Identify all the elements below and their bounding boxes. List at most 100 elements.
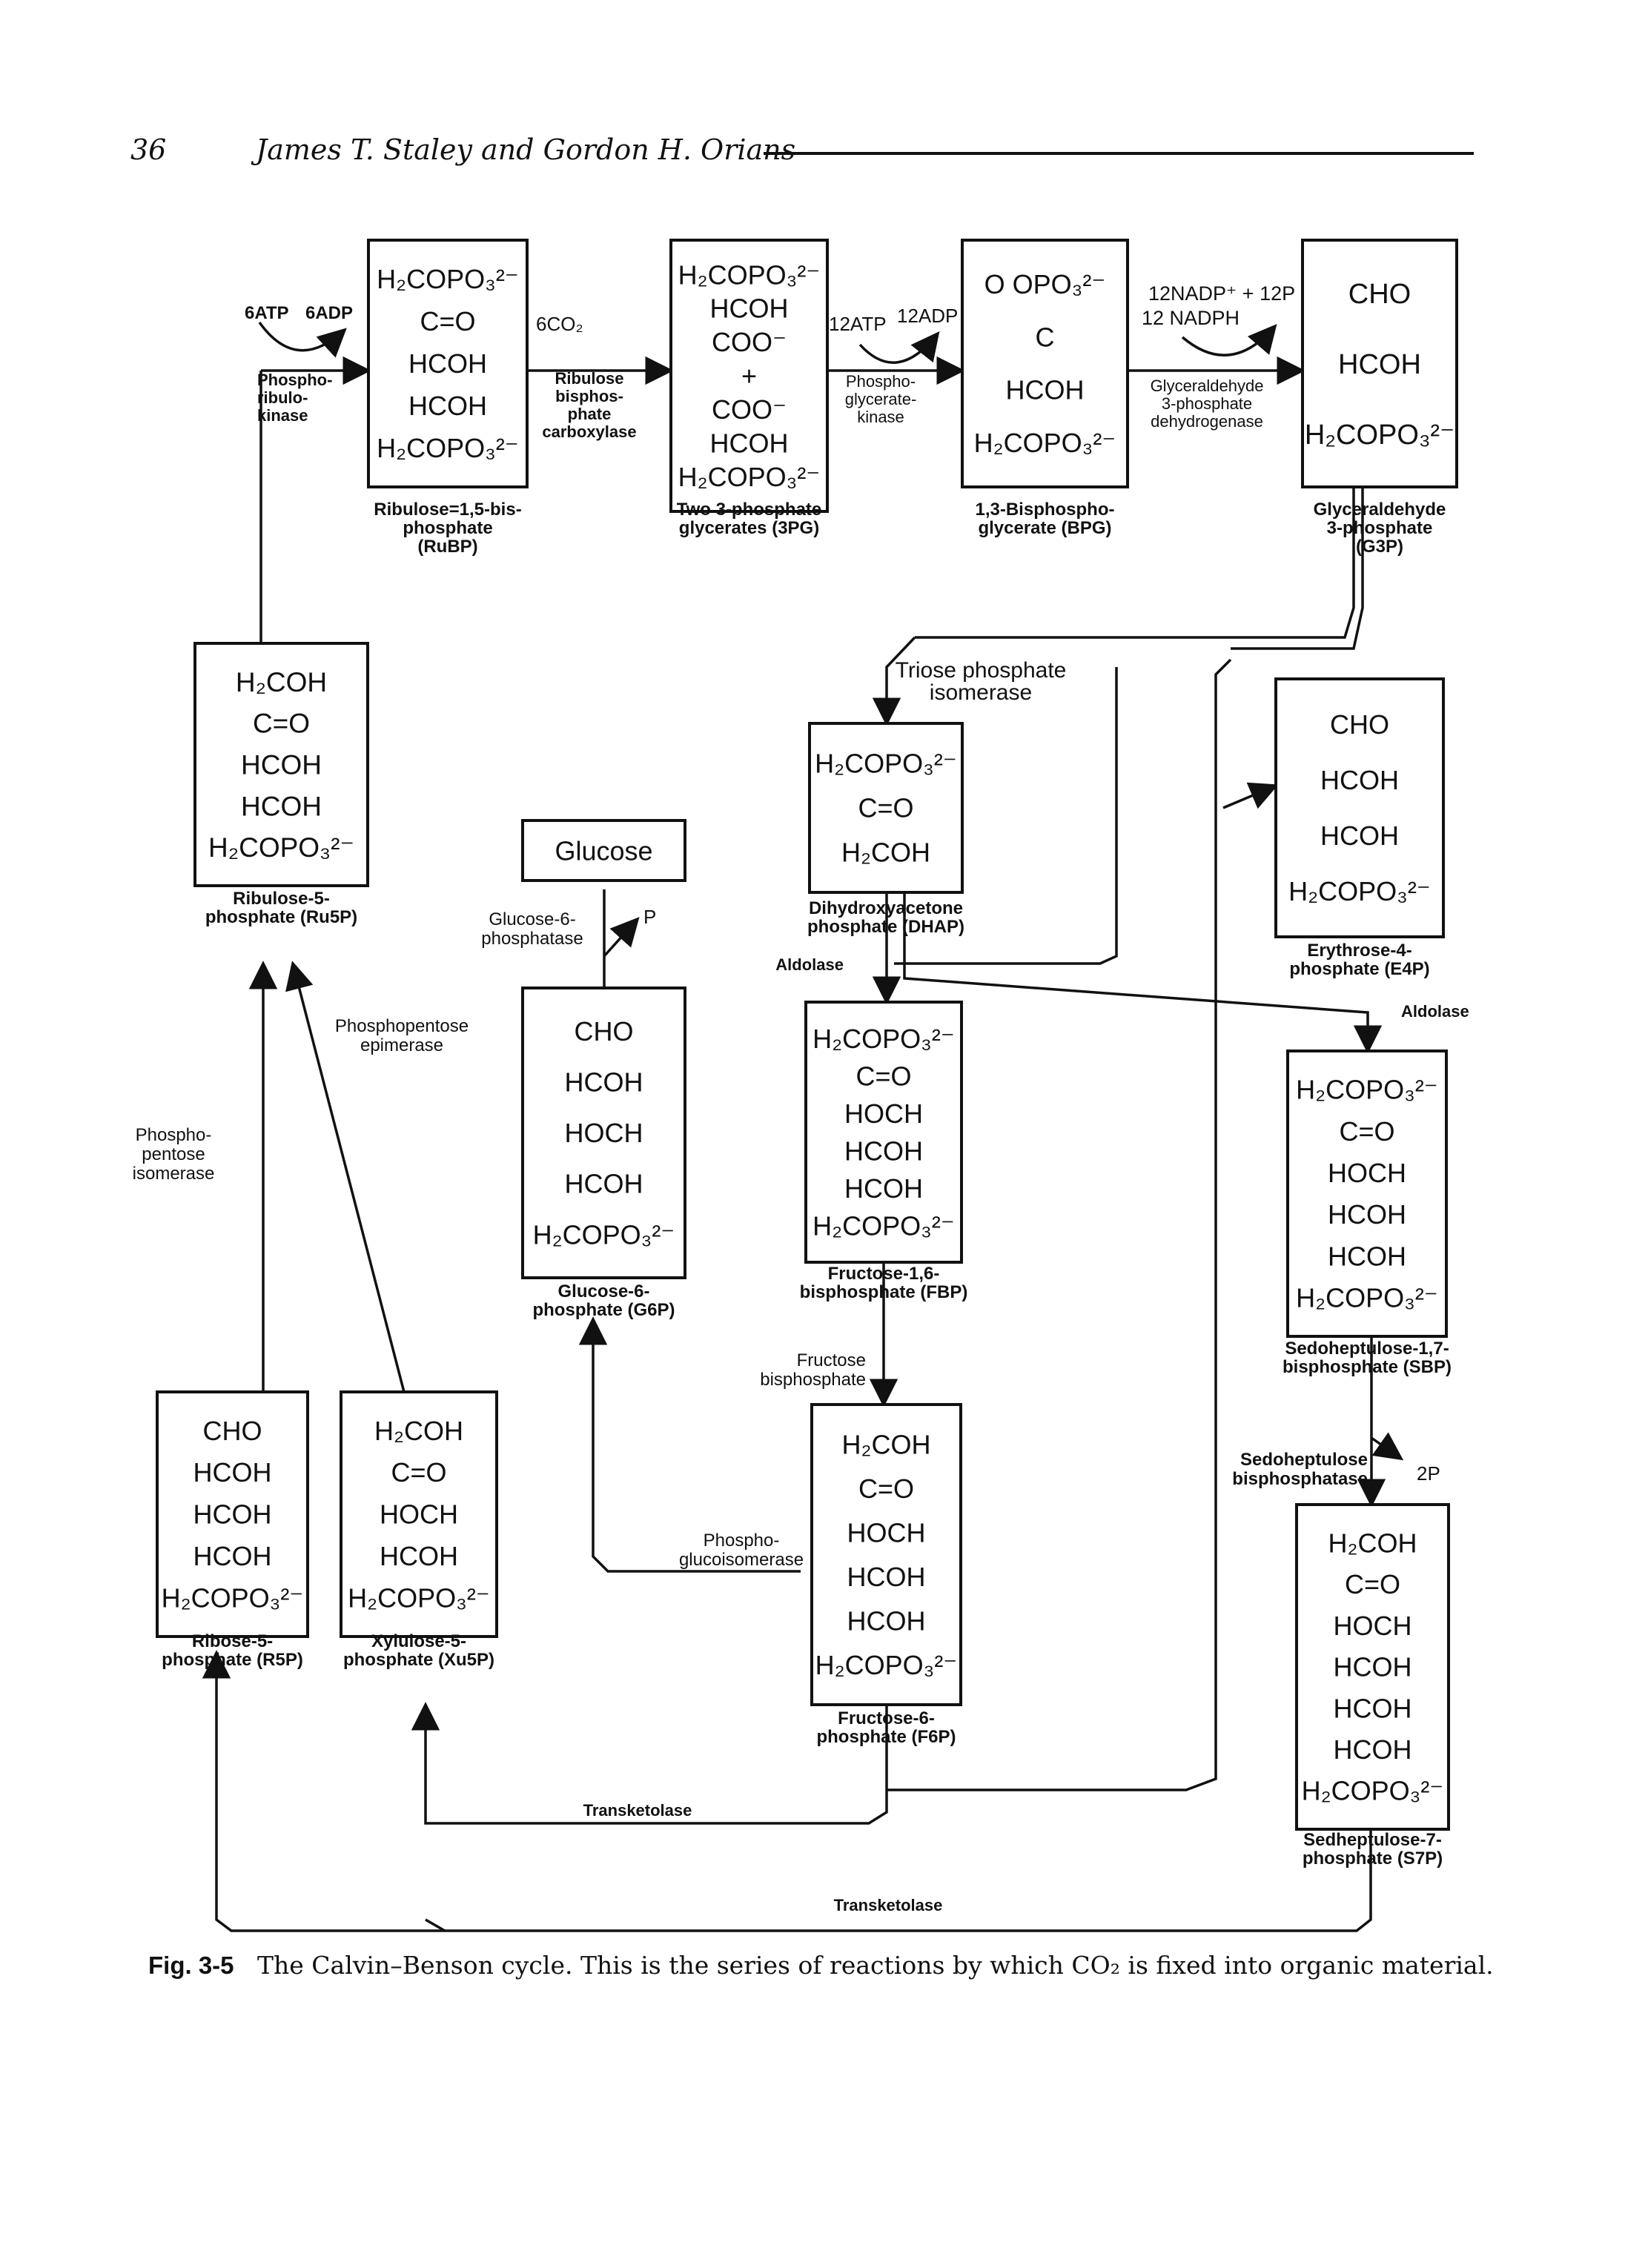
compound-name-fbp: bisphosphate (FBP) xyxy=(800,1282,968,1302)
enzyme-label-prk: Phospho- xyxy=(257,371,332,389)
reaction-arrow xyxy=(411,1702,888,1825)
compound-formula-line: HCOH xyxy=(1338,349,1421,380)
compound-formula-line: COO⁻ xyxy=(712,327,787,357)
enzyme-label-fbpase: bisphosphate xyxy=(760,1370,866,1390)
compound-box-dhap xyxy=(808,722,964,894)
enzyme-label-ppe: Phosphopentose xyxy=(335,1016,469,1036)
compound-formula-line: H₂COH xyxy=(1328,1528,1417,1558)
enzyme-label-pgi: Phospho- xyxy=(704,1531,780,1551)
compound-box-glucose xyxy=(521,819,686,882)
compound-name-pg3: Two 3-phosphate xyxy=(677,500,822,520)
compound-name-s7p: Sedheptulose-7- xyxy=(1303,1830,1442,1850)
compound-formula-line: CHO xyxy=(575,1016,634,1047)
compound-formula-line: H₂COPO₃²⁻ xyxy=(377,433,519,463)
compound-formula-line: HCOH xyxy=(1334,1734,1412,1765)
compound-formula-line: C=O xyxy=(858,1473,914,1504)
compound-formula-line: H₂COPO₃²⁻ xyxy=(812,1210,955,1241)
compound-formula-line: HCOH xyxy=(844,1173,923,1204)
enzyme-label-rubisco: phate xyxy=(568,405,612,423)
reaction-arrow xyxy=(285,961,406,1393)
connector-line xyxy=(425,1918,446,1932)
enzyme-label-g6pase: phosphatase xyxy=(481,929,583,949)
compound-formula-line: H₂COPO₃²⁻ xyxy=(162,1582,304,1613)
compound-formula-line: H₂COPO₃²⁻ xyxy=(974,428,1116,458)
compound-name-dhap: phosphate (DHAP) xyxy=(807,917,964,937)
compound-formula-line: HCOH xyxy=(847,1605,926,1636)
compound-name-s7p: phosphate (S7P) xyxy=(1303,1848,1443,1869)
compound-box-pg3 xyxy=(669,239,829,513)
compound-formula-line: HCOH xyxy=(710,428,789,458)
compound-name-bpg: glycerate (BPG) xyxy=(978,518,1111,538)
compound-formula-line: H₂COPO₃²⁻ xyxy=(1296,1283,1438,1313)
reaction-arrow xyxy=(258,321,347,358)
compound-formula-line: C=O xyxy=(1345,1569,1400,1599)
enzyme-label-prk: ribulo- xyxy=(257,388,308,407)
compound-formula-line: H₂COH xyxy=(374,1416,463,1446)
reaction-arrow xyxy=(858,331,940,364)
compound-formula-line: HCOH xyxy=(1320,765,1399,795)
enzyme-label-rubisco: Ribulose xyxy=(555,369,624,388)
reaction-arrow xyxy=(1222,782,1279,809)
enzyme-label-tpi: Triose phosphate xyxy=(896,658,1067,683)
compound-formula-line: HCOH xyxy=(844,1135,923,1166)
compound-formula-line: HCOH xyxy=(847,1562,926,1592)
compound-formula-line: HOCH xyxy=(380,1499,458,1530)
compound-formula-line: CHO xyxy=(1330,709,1389,740)
compound-box-fbp xyxy=(804,1001,963,1264)
compound-formula-line: HCOH xyxy=(1334,1652,1412,1682)
compound-formula-line: H₂COPO₃²⁻ xyxy=(348,1582,490,1613)
compound-box-sbp xyxy=(1286,1050,1448,1338)
cofactor-nadp: 12NADP⁺ + 12P xyxy=(1148,282,1295,305)
compound-box-s7p xyxy=(1295,1503,1450,1831)
compound-formula-line: O OPO₃²⁻ xyxy=(984,269,1106,299)
compound-formula-line: H₂COPO₃²⁻ xyxy=(1305,420,1454,451)
enzyme-label-pgi: glucoisomerase xyxy=(679,1550,804,1570)
compound-box-r5p xyxy=(156,1390,309,1638)
caption-text: The Calvin–Benson cycle. This is the ser… xyxy=(257,1951,1494,1980)
enzyme-label-tpi: isomerase xyxy=(930,680,1032,705)
compound-name-sbp: bisphosphate (SBP) xyxy=(1283,1357,1452,1377)
compound-formula-line: C=O xyxy=(420,306,475,336)
reaction-arrow xyxy=(903,892,1383,1054)
compound-formula-line: HCOH xyxy=(710,294,789,324)
compound-formula-line: H₂COPO₃²⁻ xyxy=(815,1650,958,1680)
reaction-arrow xyxy=(1370,1432,1404,1461)
compound-name-g3p: 3-phosphate xyxy=(1327,518,1433,538)
compound-formula-line: C=O xyxy=(1339,1116,1394,1147)
compound-box-ru5p xyxy=(193,642,369,887)
compound-box-xu5p xyxy=(340,1390,498,1638)
cofactor-adp: 12ADP xyxy=(897,305,958,327)
compound-name-xu5p: phosphate (Xu5P) xyxy=(343,1650,494,1670)
compound-formula-line: H₂COPO₃²⁻ xyxy=(678,462,821,492)
compound-name-dhap: Dihydroxyacetone xyxy=(809,898,963,918)
compound-name-rubp: Ribulose=1,5-bis- xyxy=(374,500,521,520)
compound-name-e4p: Erythrose-4- xyxy=(1307,941,1411,961)
compound-name-ru5p: phosphate (Ru5P) xyxy=(205,907,357,927)
enzyme-label-ppi: Phospho- xyxy=(136,1125,212,1145)
compound-name-g6p: Glucose-6- xyxy=(557,1281,649,1302)
cofactor-phosphate: 2P xyxy=(1417,1462,1440,1485)
enzyme-label-pgk: glycerate- xyxy=(845,390,917,408)
compound-formula-line: H₂COPO₃²⁻ xyxy=(533,1219,675,1250)
compound-name-bpg: 1,3-Bisphospho- xyxy=(975,500,1114,520)
compound-formula-line: H₂COPO₃²⁻ xyxy=(208,832,354,863)
compound-name-sbp: Sedoheptulose-1,7- xyxy=(1285,1339,1449,1359)
compound-name-g3p: (G3P) xyxy=(1356,537,1403,557)
enzyme-label-prk: kinase xyxy=(257,406,308,425)
compound-formula-line: H₂COPO₃²⁻ xyxy=(377,264,519,294)
enzyme-label-rubisco: bisphos- xyxy=(555,387,623,405)
compound-formula-line: H₂COH xyxy=(236,667,327,697)
compound-formula-line: HCOH xyxy=(565,1169,643,1199)
compound-formula-line: HCOH xyxy=(408,391,487,421)
compound-formula-line: HCOH xyxy=(565,1067,643,1098)
compound-name-rubp: (RuBP) xyxy=(417,537,477,557)
compound-formula-line: HCOH xyxy=(1320,820,1399,851)
enzyme-label-pgk: Phospho- xyxy=(846,372,916,391)
compound-formula-line: H₂COPO₃²⁻ xyxy=(815,749,957,779)
compound-formula-line: H₂COPO₃²⁻ xyxy=(1296,1075,1438,1105)
compound-name-f6p: Fructose-6- xyxy=(838,1708,935,1728)
compound-formula-line: C=O xyxy=(858,793,913,823)
cofactor-adp: 6ADP xyxy=(305,303,353,323)
reaction-arrow xyxy=(202,1650,1372,1932)
compound-formula-line: C=O xyxy=(391,1457,446,1488)
